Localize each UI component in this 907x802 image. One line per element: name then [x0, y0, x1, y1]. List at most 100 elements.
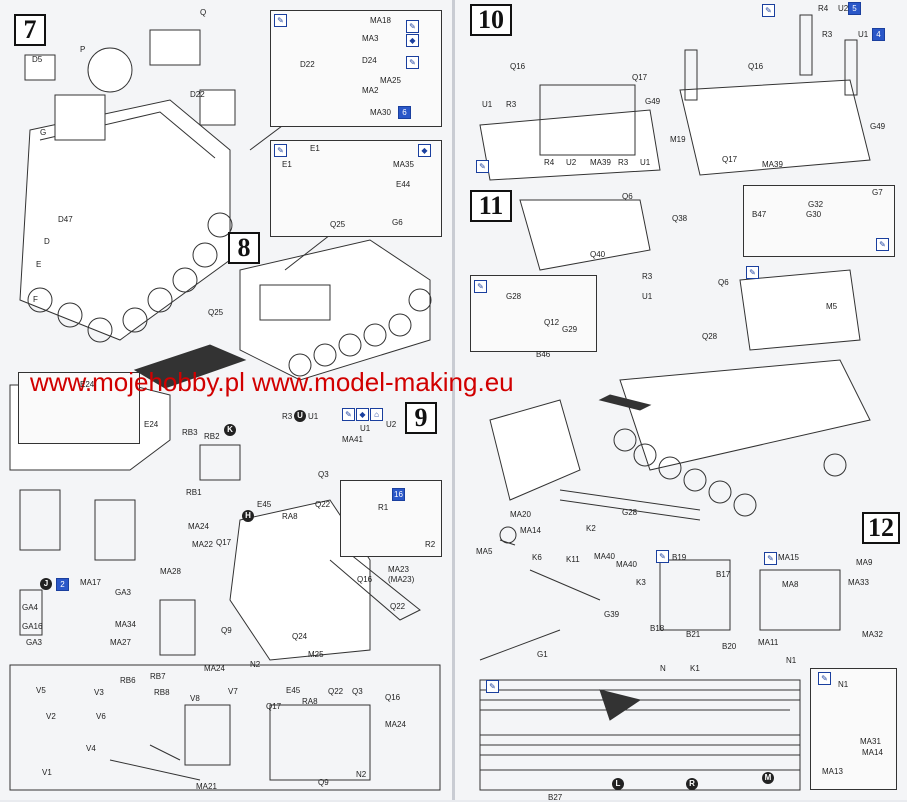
part-label: MA25 — [380, 76, 401, 85]
part-label: MA35 — [393, 160, 414, 169]
part-label: D22 — [300, 60, 315, 69]
part-label: MA15 — [778, 553, 799, 562]
part-label: MA24 — [204, 664, 225, 673]
drill-icon: ⌂ — [370, 408, 383, 421]
part-label: K2 — [586, 524, 596, 533]
part-label: MA32 — [862, 630, 883, 639]
part-label: Q17 — [722, 155, 738, 164]
glue-icon: ✎ — [474, 280, 487, 293]
paint-icon: ◆ — [356, 408, 369, 421]
part-label: MA3 — [362, 34, 379, 43]
part-label: GA4 — [22, 603, 39, 612]
part-label: MA27 — [110, 638, 131, 647]
step9-callout-top — [18, 372, 140, 444]
part-label: GA3 — [115, 588, 132, 597]
part-label: Q17 — [266, 702, 282, 711]
part-label: U1 — [640, 158, 651, 167]
part-label: Q12 — [544, 318, 560, 327]
part-label: Q16 — [510, 62, 526, 71]
part-label: K6 — [532, 553, 542, 562]
part-label: R2 — [425, 540, 436, 549]
step8-callout-bottom — [270, 140, 442, 237]
part-label: M19 — [670, 135, 686, 144]
part-label: E — [36, 260, 42, 269]
part-label: Q22 — [390, 602, 406, 611]
part-label: MA31 — [860, 737, 881, 746]
paint-number-badge: 16 — [392, 488, 405, 501]
part-label: MA14 — [862, 748, 883, 757]
part-label: B46 — [536, 350, 551, 359]
step11-callout-right — [743, 185, 895, 257]
part-label: N2 — [356, 770, 367, 779]
part-label: Q6 — [718, 278, 729, 287]
part-label: E45 — [286, 686, 301, 695]
part-label: M25 — [308, 650, 324, 659]
part-label: G39 — [604, 610, 620, 619]
part-label: Q9 — [318, 778, 329, 787]
part-label: B20 — [722, 642, 737, 651]
part-label: MA24 — [188, 522, 209, 531]
part-label: G32 — [808, 200, 824, 209]
part-label: MA9 — [856, 558, 873, 567]
part-label: R4 — [818, 4, 829, 13]
part-label: D22 — [190, 90, 205, 99]
step-number-10: 10 — [470, 4, 512, 36]
part-label: G49 — [870, 122, 886, 131]
part-label: Q9 — [221, 626, 232, 635]
part-label: MA20 — [510, 510, 531, 519]
part-label: D — [44, 237, 50, 246]
part-label: V3 — [94, 688, 104, 697]
part-label: U2 — [838, 4, 849, 13]
step-number-11: 11 — [470, 190, 512, 222]
part-label: U1 — [308, 412, 319, 421]
part-label: RA8 — [282, 512, 298, 521]
part-label: G7 — [872, 188, 883, 197]
part-label: Q25 — [208, 308, 224, 317]
part-label: N2 — [250, 660, 261, 669]
part-label: E44 — [396, 180, 411, 189]
part-label: RB6 — [120, 676, 136, 685]
part-label: MA39 — [762, 160, 783, 169]
paint-code-badge: L — [612, 778, 624, 790]
part-label: MA23 — [388, 565, 409, 574]
glue-icon: ✎ — [274, 14, 287, 27]
part-label: MA17 — [80, 578, 101, 587]
part-label: Q17 — [632, 73, 648, 82]
part-label: B21 — [686, 630, 701, 639]
part-label: E1 — [282, 160, 292, 169]
page-fold — [452, 0, 455, 800]
step9-callout-right — [340, 480, 442, 557]
part-label: B27 — [548, 793, 563, 802]
part-label: K1 — [690, 664, 700, 673]
paint-number-badge: 2 — [56, 578, 69, 591]
part-label: E24 — [80, 380, 95, 389]
part-label: MA33 — [848, 578, 869, 587]
part-label: N1 — [786, 656, 797, 665]
part-label: Q — [200, 8, 207, 17]
glue-icon: ✎ — [762, 4, 775, 17]
website-watermark: www.mojehobby.pl www.model-making.eu — [30, 367, 514, 397]
part-label: GA3 — [26, 638, 43, 647]
part-label: Q6 — [622, 192, 633, 201]
part-label: U1 — [360, 424, 371, 433]
part-label: B18 — [650, 624, 665, 633]
part-label: (MA23) — [388, 575, 415, 584]
part-label: R3 — [822, 30, 833, 39]
part-label: G1 — [537, 650, 548, 659]
part-label: D5 — [32, 55, 43, 64]
part-label: MA40 — [594, 552, 615, 561]
part-label: V5 — [36, 686, 46, 695]
part-label: D24 — [362, 56, 377, 65]
part-label: B17 — [716, 570, 731, 579]
part-label: E45 — [257, 500, 272, 509]
part-label: MA14 — [520, 526, 541, 535]
glue-icon: ✎ — [476, 160, 489, 173]
paint-number-badge: 4 — [872, 28, 885, 41]
part-label: Q40 — [590, 250, 606, 259]
glue-icon: ✎ — [818, 672, 831, 685]
part-label: Q16 — [385, 693, 401, 702]
part-label: R3 — [618, 158, 629, 167]
part-label: G29 — [562, 325, 578, 334]
paint-code-badge: K — [224, 424, 236, 436]
part-label: R1 — [378, 503, 389, 512]
